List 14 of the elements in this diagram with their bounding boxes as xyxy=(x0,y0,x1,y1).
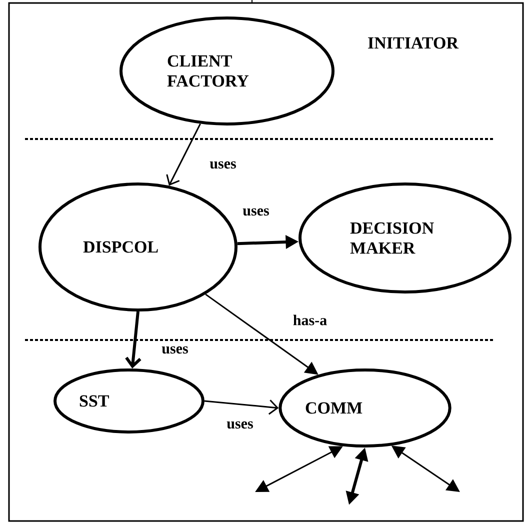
ellipse-node: DECISION MAKER xyxy=(298,182,512,294)
arrow xyxy=(204,400,279,415)
ellipse-node: SST xyxy=(54,368,204,434)
edge-label: uses xyxy=(208,160,238,170)
arrow xyxy=(125,311,142,369)
edge-label: uses xyxy=(226,420,254,430)
arrow xyxy=(166,123,201,186)
ellipse-node: DISPCOL xyxy=(38,182,238,312)
edge-label: has-a xyxy=(292,314,328,326)
edge-label: uses xyxy=(160,345,190,355)
layer-label: INITIATOR xyxy=(368,37,459,49)
ellipse-node: CLIENT FACTORY xyxy=(120,16,334,126)
edge-label: uses xyxy=(242,207,270,217)
ellipse-node: COMM xyxy=(278,368,452,448)
